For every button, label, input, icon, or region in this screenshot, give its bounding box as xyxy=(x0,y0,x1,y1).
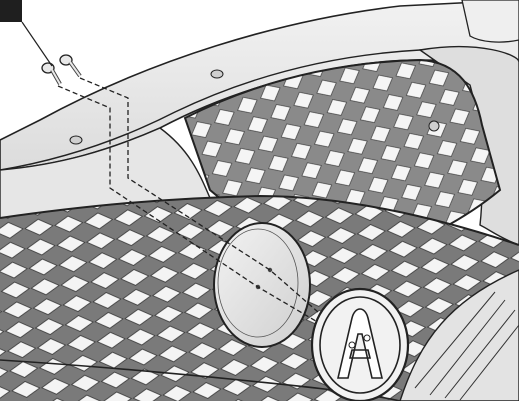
installation-guide-lines xyxy=(57,77,366,351)
bolt-1 xyxy=(59,54,82,78)
emblem-stud-right xyxy=(363,334,371,342)
callout-badge xyxy=(0,0,22,22)
acura-logo-mark xyxy=(336,308,384,379)
emblem-base-plate xyxy=(213,222,311,348)
hood-clips xyxy=(69,69,440,145)
upper-right-trim xyxy=(461,0,519,43)
acura-emblem xyxy=(310,287,410,401)
lower-grille-frame xyxy=(0,194,519,246)
callout-leader-line xyxy=(21,21,53,67)
lower-right-mesh xyxy=(414,291,519,401)
emblem-base-plate-rim xyxy=(217,228,299,338)
emblem-stud-left xyxy=(348,341,356,349)
